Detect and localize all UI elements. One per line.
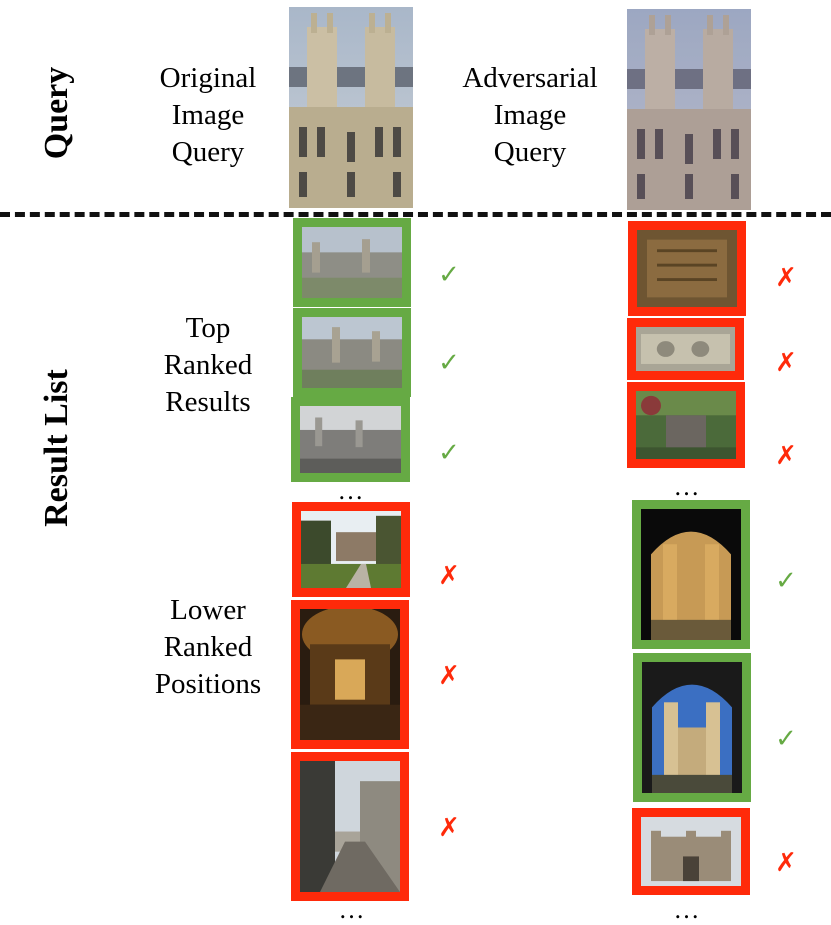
cross-mark-icon: ✗: [438, 813, 460, 843]
original-lower-result-2: [291, 600, 409, 749]
ellipsis: …: [673, 472, 703, 501]
cross-mark-icon: ✗: [438, 661, 460, 691]
adversarial-top-result-3: [627, 382, 745, 468]
cross-mark-icon: ✗: [775, 848, 797, 878]
ellipsis: …: [337, 476, 367, 505]
cross-mark-icon: ✗: [775, 348, 797, 378]
ellipsis: …: [673, 895, 703, 924]
cross-mark-icon: ✗: [775, 441, 797, 471]
adversarial-query-label: Adversarial Image Query: [462, 62, 598, 168]
check-mark-icon: ✓: [775, 724, 797, 754]
check-mark-icon: ✓: [438, 438, 460, 468]
adversarial-lower-result-1: [632, 500, 750, 649]
cross-mark-icon: ✗: [775, 263, 797, 293]
adversarial-lower-result-2: [633, 653, 751, 802]
adversarial-query-image: [627, 9, 751, 210]
adversarial-top-result-1: [628, 221, 746, 316]
original-top-result-1: [293, 218, 411, 307]
result-list-section-label: Result List: [38, 369, 75, 527]
query-section-label: Query: [38, 66, 75, 160]
query-result-divider: [0, 212, 831, 217]
adversarial-top-result-2: [627, 318, 744, 380]
cross-mark-icon: ✗: [438, 561, 460, 591]
check-mark-icon: ✓: [438, 348, 460, 378]
check-mark-icon: ✓: [775, 566, 797, 596]
ellipsis: …: [338, 895, 368, 924]
original-query-label: Original Image Query: [159, 62, 257, 168]
adversarial-lower-result-3: [632, 808, 750, 895]
lower-ranked-label: Lower Ranked Positions: [154, 594, 262, 700]
original-lower-result-3: [291, 752, 409, 901]
original-top-result-3: [291, 397, 410, 482]
check-mark-icon: ✓: [438, 260, 460, 290]
original-top-result-2: [293, 308, 411, 397]
top-ranked-label: Top Ranked Results: [163, 312, 253, 418]
original-query-image: [289, 7, 413, 208]
original-lower-result-1: [292, 502, 410, 597]
